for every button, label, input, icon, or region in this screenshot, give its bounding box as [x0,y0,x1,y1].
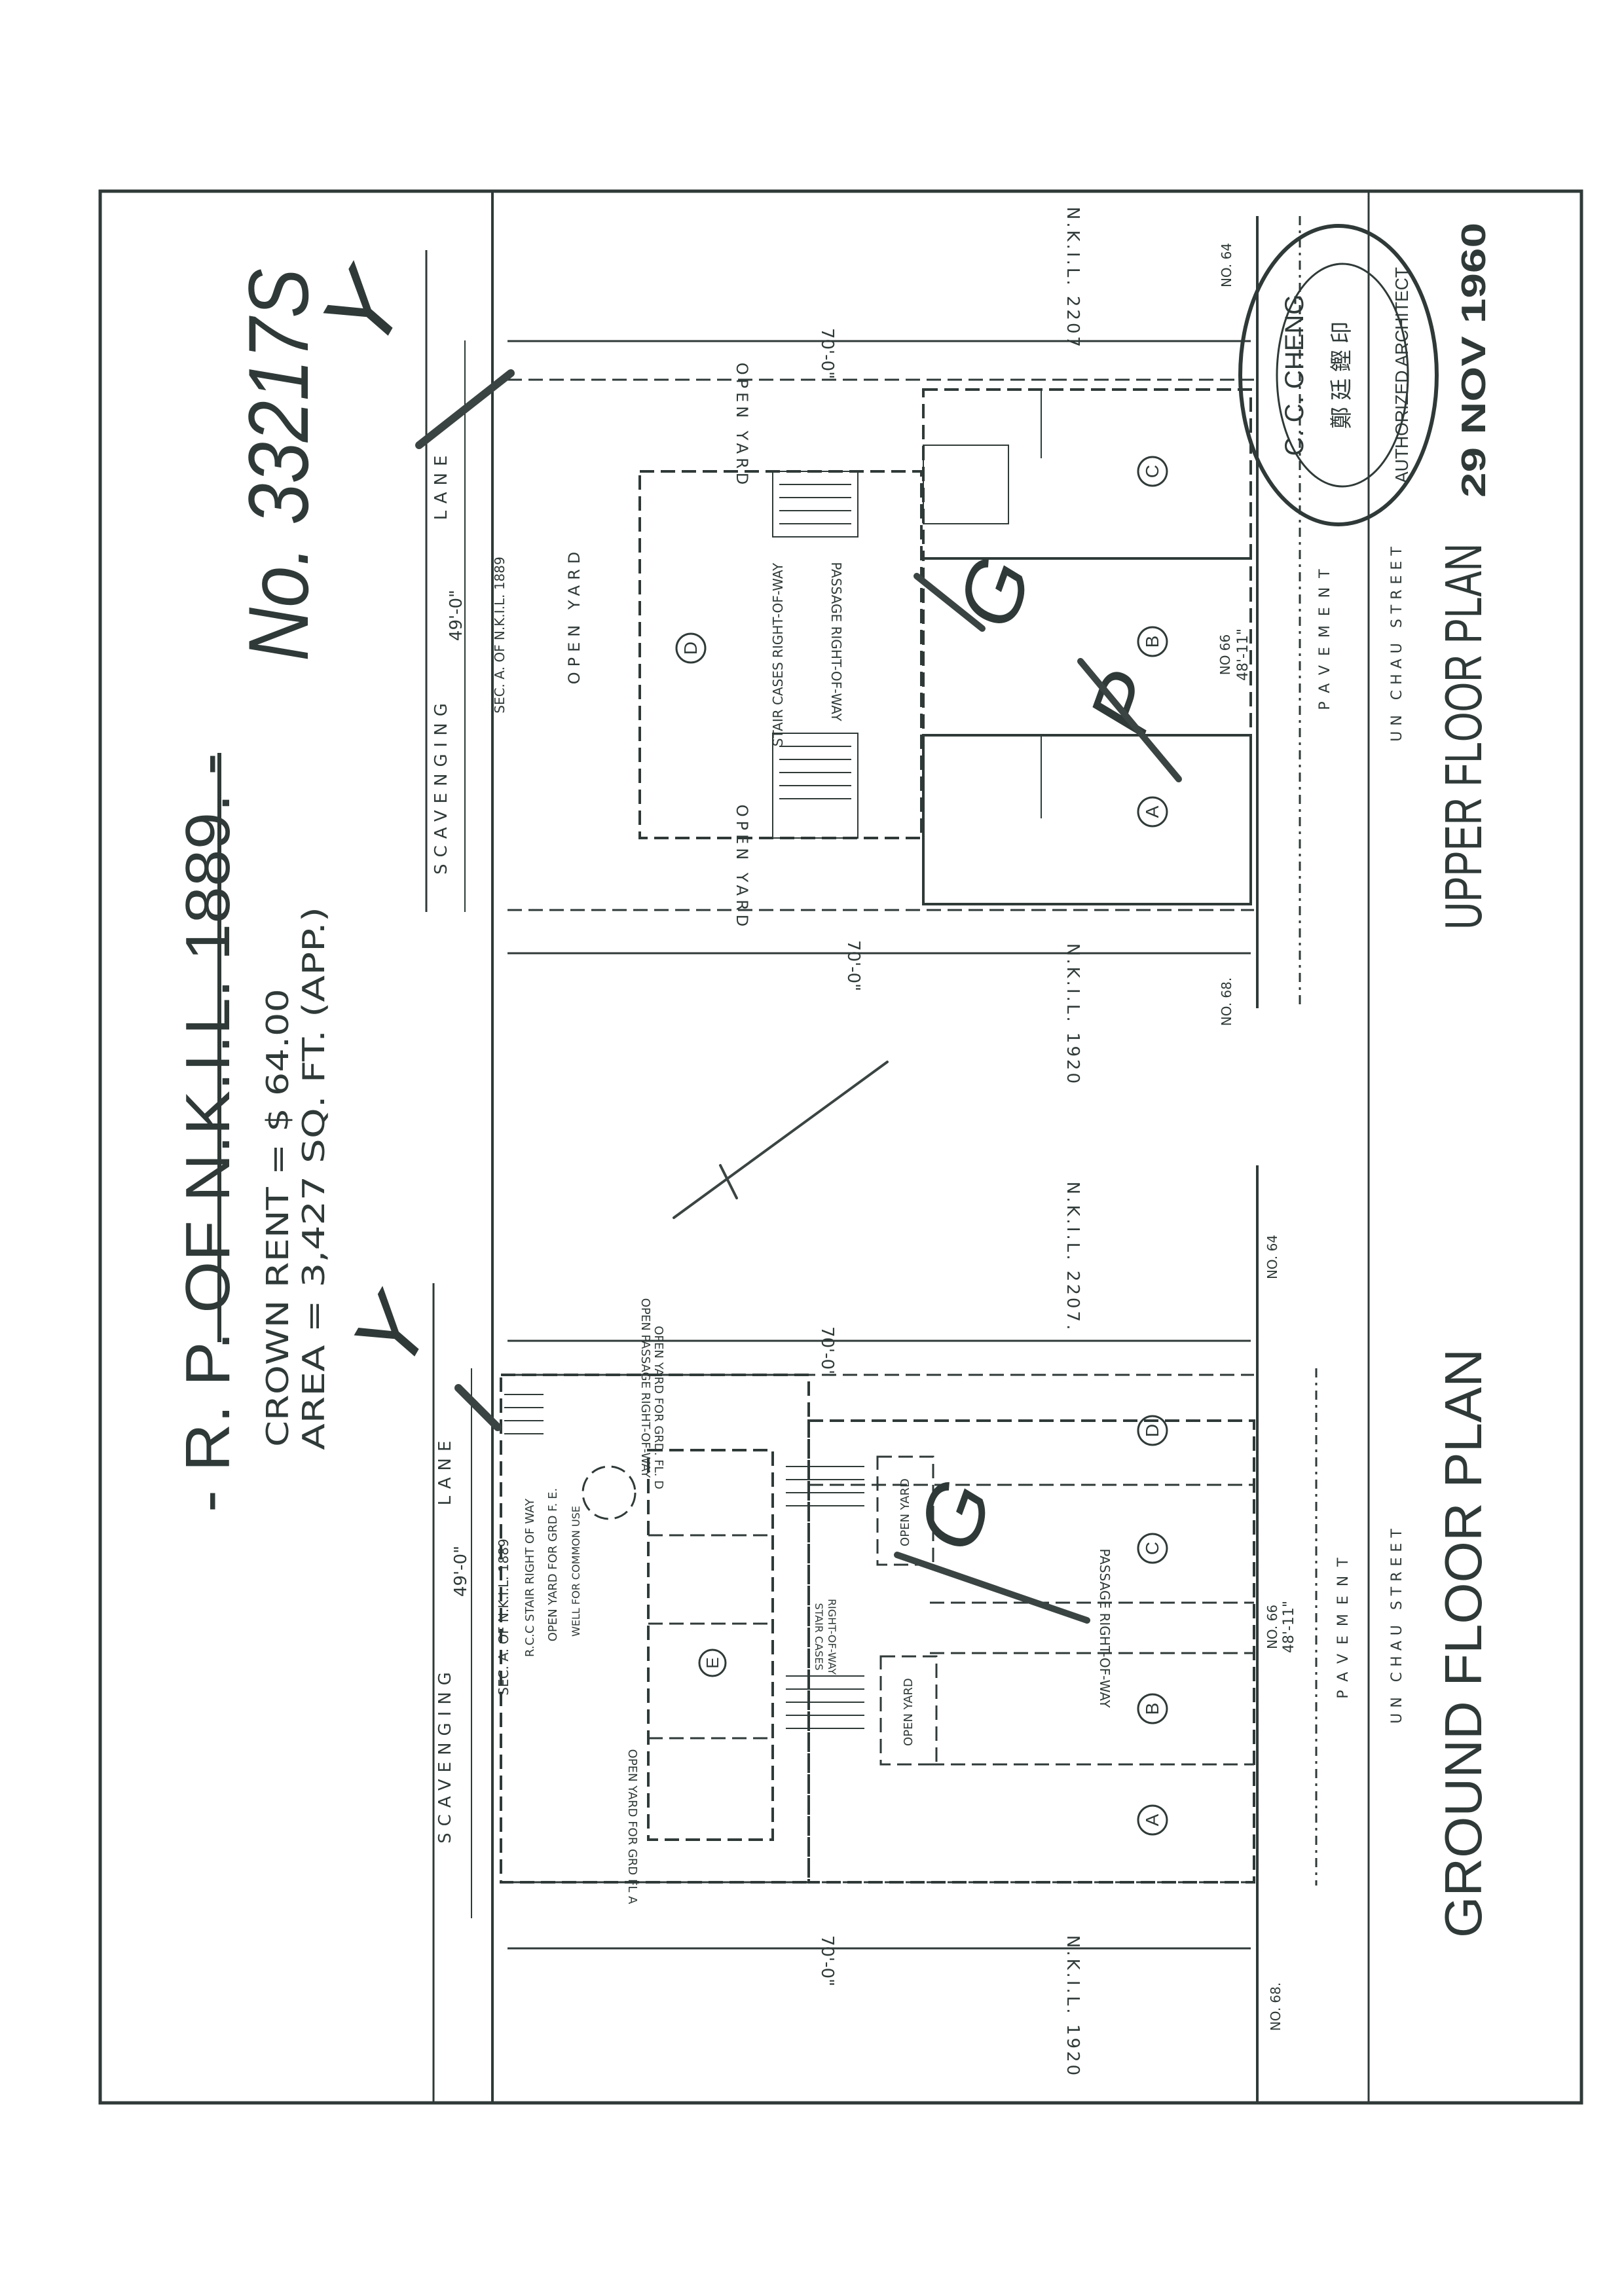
lane-label: LANE [435,1434,455,1506]
room-a-shaded [922,734,1252,905]
lane-width: 49'-0" [447,590,466,641]
open-yard-label: OPEN YARD [565,547,583,684]
approval-date: 29 NOV 1960 [1455,223,1493,498]
lot-label-2207: N.K.I.L. 2207. [1063,1182,1082,1332]
open-yard-label: OPEN YARD [733,805,751,930]
upper-floor-plan: SCAVENGING LANE 49'-0" SEC. A. OF N.K.I.… [425,191,1492,2103]
neighbor-number-68: NO. 68. [1268,1982,1283,2031]
site-area: AREA = 3,427 SQ. FT. (APP.) [296,907,331,1450]
right-of-way-label: RIGHT-OF-WAY [826,1599,838,1675]
room-label-d: D [1137,1415,1168,1446]
open-yard-label: OPEN YARD [902,1678,915,1746]
frontage-dimension: 48'-11" [1235,629,1251,681]
open-yard-e-label: OPEN YARD FOR GRD F. E. [546,1488,560,1641]
well-symbol [581,1465,637,1520]
rcc-stair-label: R.C.C STAIR RIGHT OF WAY [523,1498,537,1657]
open-passage-label: OPEN PASSAGE RIGHT-OF-WAY [638,1298,652,1478]
open-yard-a-label: OPEN YARD FOR GRD FL A [625,1749,639,1904]
lot-label-1920: N.K.I.L. 1920 [1063,1935,1082,2078]
pavement-label: PAVEMENT [1335,1548,1352,1698]
crown-rent: CROWN RENT = $ 64.00 [260,989,295,1447]
passage-label: PASSAGE RIGHT-OF-WAY [1097,1548,1113,1708]
house-number-66: NO. 66 [1264,1605,1280,1649]
stair-cases-label: STAIR CASES [813,1603,825,1670]
svg-text:D: D [680,642,701,655]
handwritten-mark-g: G [898,1468,1011,1563]
svg-text:A: A [1142,805,1162,818]
room-label-d: D [675,632,707,664]
svg-text:鄭 廷 鏗 印: 鄭 廷 鏗 印 [1329,321,1354,429]
scavenging-label: SCAVENGING [435,1666,455,1844]
room-label-c: C [1137,1533,1168,1564]
room-label-a: A [1137,1804,1168,1836]
depth-dimension: 70'-0" [817,1935,837,1986]
lot-label-2207: N.K.I.L. 2207 [1063,207,1082,350]
open-yard-d-label: OPEN YARD FOR GRD. FL. D [652,1326,665,1489]
drawing-frame [98,189,1583,2105]
room-label-e: E [698,1649,727,1677]
svg-text:C: C [1142,465,1162,478]
ground-floor-plan-title: GROUND FLOOR PLAN [1434,1349,1492,1938]
room-label-b: B [1137,1693,1168,1724]
room-label-b: B [1137,626,1168,657]
frontage-dimension: 48'-11" [1281,1601,1297,1653]
neighbor-number-64: NO. 64 [1219,243,1234,287]
room-label-a: A [1137,796,1168,828]
stair-treads-upper [779,484,851,799]
svg-text:B: B [1142,1703,1162,1715]
svg-text:C: C [1142,1542,1162,1555]
architect-stamp: C. C. CHENG 鄭 廷 鏗 印 AUTHORIZED ARCHITECT [1238,224,1439,526]
lot-label-1920: N.K.I.L. 1920 [1063,943,1082,1086]
stair-cases-label: STAIR CASES RIGHT-OF-WAY [770,562,786,746]
upper-floor-plan-title: UPPER FLOOR PLAN [1434,543,1492,930]
open-yard-label: OPEN YARD [898,1478,912,1546]
well-label: WELL FOR COMMON USE [570,1506,582,1637]
depth-dimension: 70'-0" [843,940,863,991]
neighbor-number-64: NO. 64 [1264,1235,1280,1279]
handwritten-mark-y: Y [332,1276,454,1385]
street-label: UN CHAU STREET [1389,541,1405,742]
depth-dimension: 70'-0" [817,1326,837,1377]
handwritten-reference-number: No. 33217S [231,268,326,661]
depth-dimension: 70'-0" [817,328,837,379]
house-number-66: NO 66 [1217,634,1233,676]
neighbor-number-68: NO. 68. [1219,977,1234,1026]
section-label: SEC. A. OF N.K.I.L. 1889 [496,1539,511,1695]
svg-text:D: D [1142,1424,1162,1437]
lane-label: LANE [432,449,451,520]
section-label: SEC. A. OF N.K.I.L. 1889 [492,556,507,713]
svg-text:B: B [1142,636,1162,648]
room-label-c: C [1137,456,1168,487]
lane-width: 49'-0" [451,1546,471,1597]
stair-treads-ground [504,1394,864,1729]
passage-label: PASSAGE RIGHT-OF-WAY [828,562,844,721]
drawing-title: - R. P. OF N.K.I.L. 1889. - [173,753,243,1512]
sketch-line [673,1061,889,1219]
street-label: UN CHAU STREET [1389,1523,1405,1724]
svg-text:A: A [1142,1813,1162,1826]
svg-text:C. C. CHENG: C. C. CHENG [1280,295,1309,456]
svg-text:E: E [703,1657,722,1668]
pavement-label: PAVEMENT [1317,560,1333,710]
open-yard-label: OPEN YARD [733,363,751,488]
svg-text:AUTHORIZED ARCHITECT: AUTHORIZED ARCHITECT [1392,267,1412,483]
scavenging-label: SCAVENGING [432,697,451,875]
ground-floor-plan: SCAVENGING LANE 49'-0" SEC. A. OF N.K.I.… [432,1165,1492,2103]
